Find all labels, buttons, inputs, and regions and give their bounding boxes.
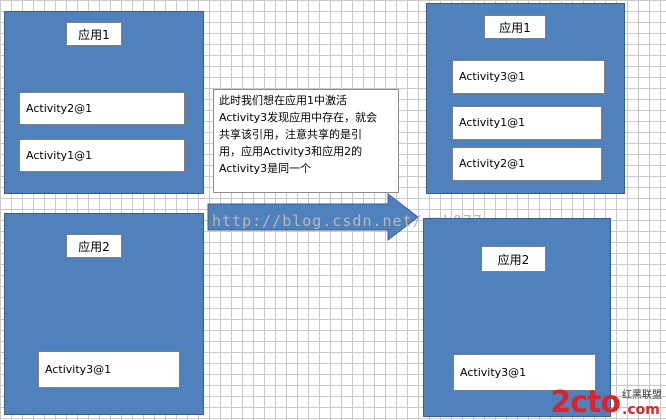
- site-logo: 2cto 红黑联盟 .com: [550, 385, 662, 420]
- right-arrow-icon: [207, 192, 419, 242]
- left-top-panel-title: 应用1: [66, 22, 122, 46]
- note-line-4: Activity3是同一个: [219, 162, 312, 175]
- right-top-item-2: Activity2@1: [452, 147, 602, 181]
- left-top-item-1: Activity1@1: [19, 139, 185, 172]
- note-line-2: 共享该引用，注意共享的是引: [219, 128, 362, 141]
- logo-brand: 2cto: [550, 385, 621, 420]
- note-line-3: 用，应用Activity3和应用2的: [219, 145, 363, 158]
- note-line-1: Activity3发现应用中存在，就会: [219, 111, 378, 124]
- right-top-item-0: Activity3@1: [452, 60, 605, 94]
- logo-site: .com: [622, 402, 660, 418]
- left-bottom-panel-title: 应用2: [66, 234, 122, 258]
- logo-tagline: 红黑联盟: [622, 390, 662, 401]
- left-top-item-0: Activity2@1: [19, 92, 185, 125]
- right-bottom-item-0: Activity3@1: [453, 354, 596, 391]
- right-bottom-panel-title: 应用2: [481, 246, 546, 272]
- left-bottom-panel: 应用2 Activity3@1: [4, 213, 204, 415]
- right-arrow-shape: [207, 192, 419, 242]
- right-top-panel-title: 应用1: [484, 15, 546, 39]
- watermark-url: http://blog.csdn.net/qmk877: [212, 212, 483, 230]
- note-line-0: 此时我们想在应用1中激活: [219, 94, 347, 107]
- right-bottom-panel: 应用2 Activity3@1: [423, 218, 611, 417]
- right-top-item-1: Activity1@1: [452, 106, 602, 140]
- right-top-panel: 应用1 Activity3@1 Activity1@1 Activity2@1: [426, 3, 625, 194]
- left-bottom-item-0: Activity3@1: [38, 351, 180, 388]
- explanation-note: 此时我们想在应用1中激活 Activity3发现应用中存在，就会 共享该引用，注…: [213, 89, 399, 193]
- left-top-panel: 应用1 Activity2@1 Activity1@1: [4, 11, 204, 194]
